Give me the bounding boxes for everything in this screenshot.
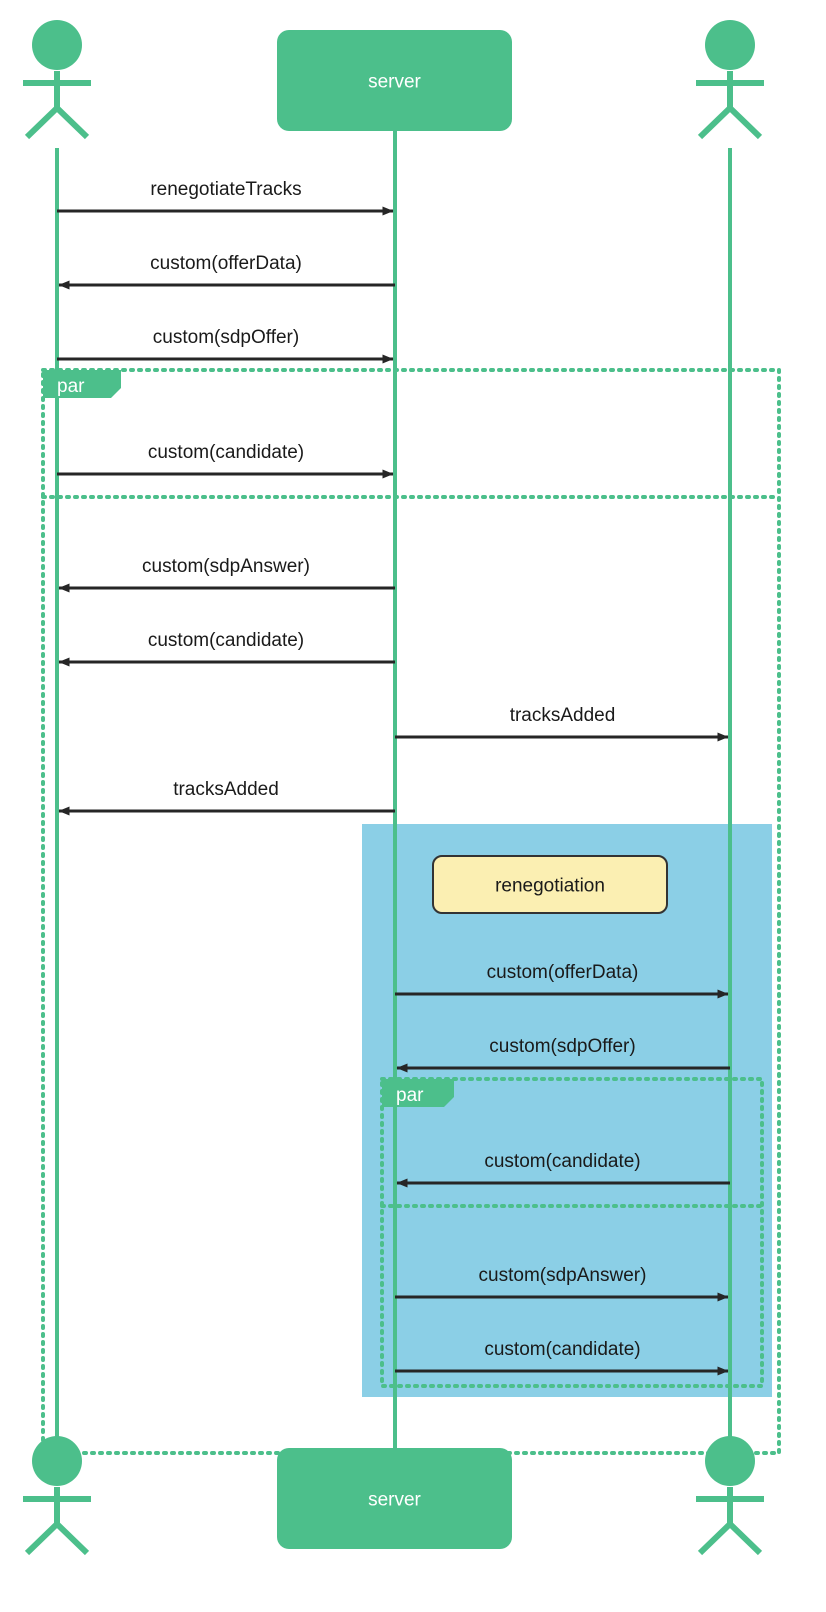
message-label: tracksAdded [510, 705, 616, 726]
message-label: custom(candidate) [148, 630, 304, 651]
actor-right-actor[interactable] [696, 20, 764, 140]
note-box [432, 855, 668, 914]
actor-leg-right-icon [727, 1521, 763, 1556]
fragment-operator-label: par [57, 376, 85, 397]
actor-leg-left-icon [24, 105, 60, 140]
message-label: custom(candidate) [484, 1151, 640, 1172]
actor-leg-left-icon [697, 105, 733, 140]
participant-box-server-box-top[interactable]: server [277, 30, 512, 131]
participant-box-rect [277, 30, 512, 131]
message-label: custom(offerData) [487, 962, 639, 983]
fragment-operator-label: par [396, 1085, 424, 1106]
lifeline-over-highlight-layer [393, 131, 732, 1464]
actor-head-icon [705, 20, 755, 70]
actor-left-actor[interactable] [23, 20, 91, 140]
fragment-layer: par par [41, 368, 781, 1455]
fragment-label-tab [382, 1079, 454, 1107]
participant-box-label: server [368, 1490, 421, 1511]
fragment-label-tab [43, 370, 121, 398]
message-label: custom(sdpOffer) [153, 327, 299, 348]
participant-box-rect [277, 1448, 512, 1549]
participant-layer: server server [23, 20, 764, 1556]
actor-leg-left-icon [24, 1521, 60, 1556]
actor-head-icon [32, 1436, 82, 1486]
message-label: custom(sdpOffer) [489, 1036, 635, 1057]
fragment-border [380, 1077, 764, 1388]
message-layer: renegotiateTracks custom(offerData) custom… [57, 179, 730, 1376]
note-layer: renegotiation [432, 855, 668, 914]
actor-head-icon [32, 20, 82, 70]
message-label: custom(sdpAnswer) [479, 1265, 647, 1286]
actor-leg-left-icon [697, 1521, 733, 1556]
message-label: renegotiateTracks [150, 179, 301, 200]
note-label: renegotiation [495, 876, 605, 897]
participant-box-server-box-bottom[interactable]: server [277, 1448, 512, 1549]
actor-head-icon [705, 1436, 755, 1486]
message-label: custom(offerData) [150, 253, 302, 274]
actor-leg-right-icon [54, 1521, 90, 1556]
highlight-region [362, 824, 772, 1397]
actor-right-actor-bottom[interactable] [696, 1436, 764, 1556]
highlight-layer [362, 824, 772, 1397]
participant-box-label: server [368, 72, 421, 93]
message-label: custom(sdpAnswer) [142, 556, 310, 577]
message-label: custom(candidate) [484, 1339, 640, 1360]
actor-left-actor-bottom[interactable] [23, 1436, 91, 1556]
actor-leg-right-icon [727, 105, 763, 140]
message-label: tracksAdded [173, 779, 279, 800]
actor-leg-right-icon [54, 105, 90, 140]
message-label: custom(candidate) [148, 442, 304, 463]
